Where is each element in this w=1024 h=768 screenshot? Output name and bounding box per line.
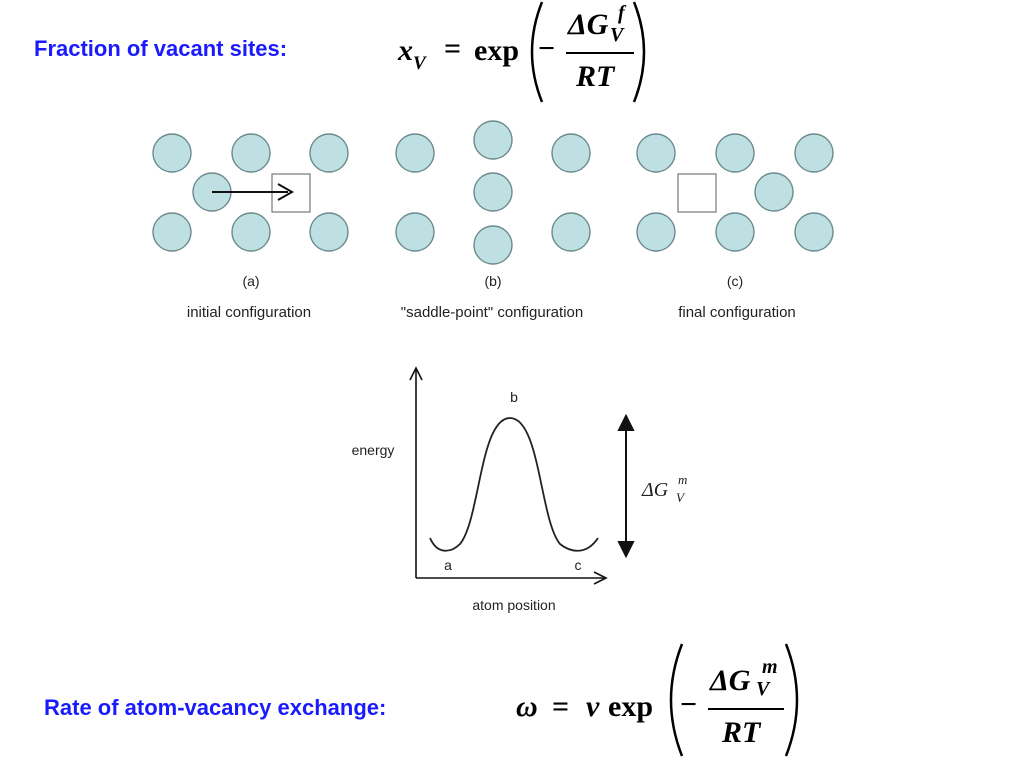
eq-minus: − — [538, 32, 556, 65]
atom — [551, 133, 591, 173]
barrier-arrow — [617, 413, 635, 559]
atom — [794, 212, 834, 252]
config-c-letter: (c) — [727, 273, 743, 289]
eq-omega: ω — [516, 690, 538, 723]
eq-equals: = — [444, 32, 462, 65]
atom — [715, 133, 755, 173]
eq-exp: exp — [474, 34, 519, 67]
plot-axes — [409, 366, 608, 585]
config-b-letter: (b) — [484, 273, 501, 289]
eq-num-sub: V — [610, 24, 624, 46]
eq-var-x: x — [398, 34, 413, 67]
left-min-label: a — [444, 557, 452, 573]
fraction-bar — [566, 52, 634, 54]
eq-denominator: RT — [722, 716, 761, 749]
eq-numerator: ΔG — [710, 664, 751, 697]
atom — [395, 212, 435, 252]
energy-curve — [429, 417, 599, 552]
x-axis-label: atom position — [472, 597, 555, 613]
atom — [231, 133, 271, 173]
eq-equals: = — [552, 690, 570, 723]
atom — [473, 225, 513, 265]
vacant-fraction-label: Fraction of vacant sites: — [34, 36, 288, 61]
right-min-label: c — [575, 557, 582, 573]
config-a-letter: (a) — [242, 273, 259, 289]
eq-nu: ν — [586, 690, 600, 723]
exchange-rate-label: Rate of atom-vacancy exchange: — [44, 695, 387, 720]
vacancy-square — [677, 173, 717, 213]
config-c-caption: final configuration — [678, 304, 796, 321]
eq-num-sup: m — [762, 656, 778, 678]
barrier-sup: m — [678, 472, 687, 487]
atom-saddle — [473, 172, 513, 212]
atom — [551, 212, 591, 252]
atom-final — [754, 172, 794, 212]
configuration-diagram: (a) (b) (c) initial configuration "saddl… — [152, 120, 834, 321]
config-b-caption: "saddle-point" configuration — [401, 304, 583, 321]
eq-num-sup: f — [618, 2, 625, 24]
left-paren — [530, 1, 544, 103]
exchange-rate-equation: ω = ν exp − ΔG m V RT — [512, 640, 812, 760]
atom — [152, 212, 192, 252]
vacant-fraction-equation: xV = exp − ΔG f V RT — [398, 0, 658, 104]
energy-plot: energy atom position b a c ΔG m V — [352, 366, 687, 613]
right-paren — [632, 1, 646, 103]
fraction-bar — [708, 708, 784, 710]
atom — [309, 133, 349, 173]
atom — [636, 212, 676, 252]
left-paren — [669, 643, 684, 757]
eq-var-sub: V — [413, 53, 426, 74]
jump-arrow — [212, 183, 295, 201]
atom — [309, 212, 349, 252]
eq-minus: − — [680, 688, 698, 721]
right-paren — [784, 643, 799, 757]
atom — [152, 133, 192, 173]
atom — [794, 133, 834, 173]
y-axis-label: energy — [352, 442, 395, 458]
atom — [231, 212, 271, 252]
peak-label: b — [510, 389, 518, 405]
barrier-sub: V — [676, 490, 686, 505]
atom — [395, 133, 435, 173]
atom — [715, 212, 755, 252]
eq-numerator: ΔG — [568, 8, 609, 41]
config-a-caption: initial configuration — [187, 304, 311, 321]
barrier-label: ΔG — [641, 479, 669, 501]
atom — [473, 120, 513, 160]
atom — [636, 133, 676, 173]
eq-exp: exp — [608, 690, 653, 723]
eq-num-sub: V — [756, 678, 770, 700]
eq-denominator: RT — [576, 60, 615, 93]
